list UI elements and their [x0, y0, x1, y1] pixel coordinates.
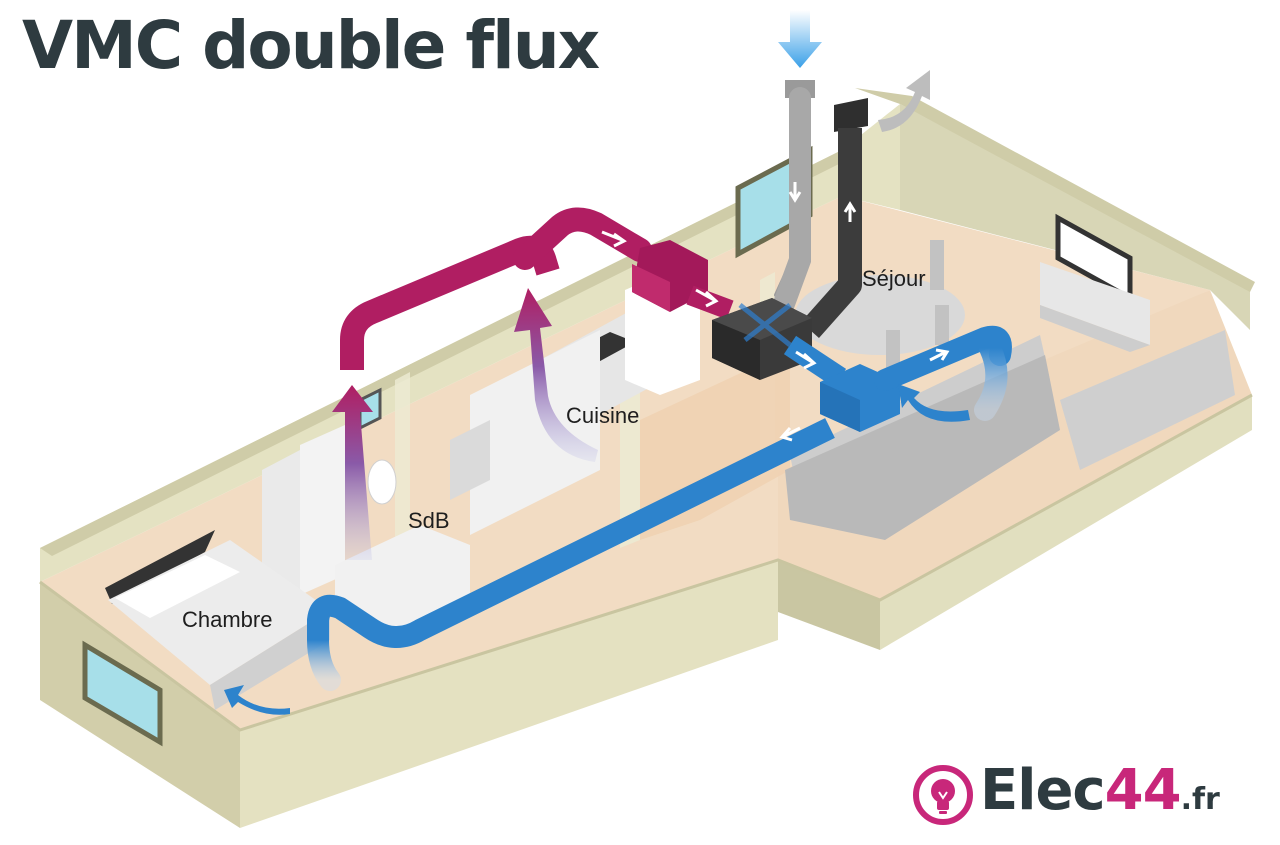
room-label-cuisine: Cuisine: [566, 403, 640, 428]
tv-icon: [1040, 213, 1150, 352]
brand-main: Elec: [980, 758, 1106, 823]
brand-name: Elec44.fr: [980, 758, 1220, 823]
ducts: [307, 80, 1012, 691]
air-exhaust-arrow-icon: [878, 70, 930, 132]
lightbulb-icon: [913, 765, 973, 825]
exhaust-duct: [801, 98, 868, 338]
room-label-sejour: Séjour: [862, 266, 926, 291]
building-shell: [39, 88, 1255, 828]
fresh-air-duct: [767, 80, 815, 331]
brand-logo: Elec44.fr: [912, 758, 1262, 830]
sejour-supply-arrow-icon: [898, 384, 970, 422]
diagram-title: VMC double flux: [22, 7, 600, 84]
brand-tld: .fr: [1180, 782, 1220, 817]
room-label-sdb: SdB: [408, 508, 450, 533]
airflow-arrows: [224, 10, 970, 715]
air-intake-arrow-icon: [778, 10, 822, 68]
heat-exchanger-unit: [712, 298, 812, 380]
chambre-supply-arrow-icon: [224, 685, 290, 715]
sdb-extract-arrow-icon: [332, 385, 373, 560]
room-label-chambre: Chambre: [182, 607, 273, 632]
brand-accent: 44: [1104, 758, 1182, 823]
cuisine-extract-arrow-icon: [514, 288, 598, 462]
bed-icon: [105, 530, 330, 710]
supply-duct: [307, 325, 1012, 691]
